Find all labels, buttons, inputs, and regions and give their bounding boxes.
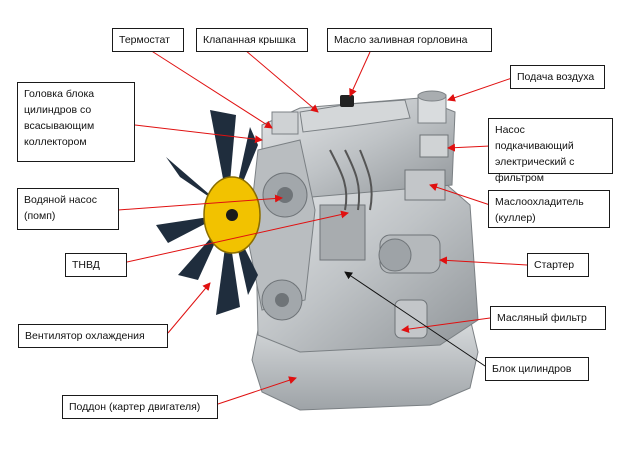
label-oil-cooler: Маслоохладитель (куллер) [488, 190, 610, 228]
label-block: Блок цилиндров [485, 357, 589, 381]
label-water-pump: Водяной насос (помп) [17, 188, 119, 230]
label-oil-filler: Масло заливная горловина [327, 28, 492, 52]
label-fuel-pump: Насос подкачивающий электрический с филь… [488, 118, 613, 174]
line-cylinder-head [135, 125, 262, 140]
line-air-intake [448, 78, 512, 100]
line-thermostat [150, 50, 272, 128]
line-fan [168, 283, 210, 333]
label-sump: Поддон (картер двигателя) [62, 395, 218, 419]
line-valve-cover [245, 50, 318, 112]
engine-body [248, 91, 478, 410]
label-starter: Стартер [527, 253, 589, 277]
line-oil-filler [350, 52, 370, 96]
label-valve-cover: Клапанная крышка [196, 28, 308, 52]
label-oil-filter: Масляный фильтр [490, 306, 606, 330]
line-fuel-pump [448, 146, 490, 148]
label-air-intake: Подача воздуха [510, 65, 605, 89]
label-cylinder-head: Головка блока цилиндров со всасывающим к… [17, 82, 135, 162]
label-thermostat: Термостат [112, 28, 184, 52]
label-fan: Вентилятор охлаждения [18, 324, 168, 348]
label-tnvd: ТНВД [65, 253, 127, 277]
